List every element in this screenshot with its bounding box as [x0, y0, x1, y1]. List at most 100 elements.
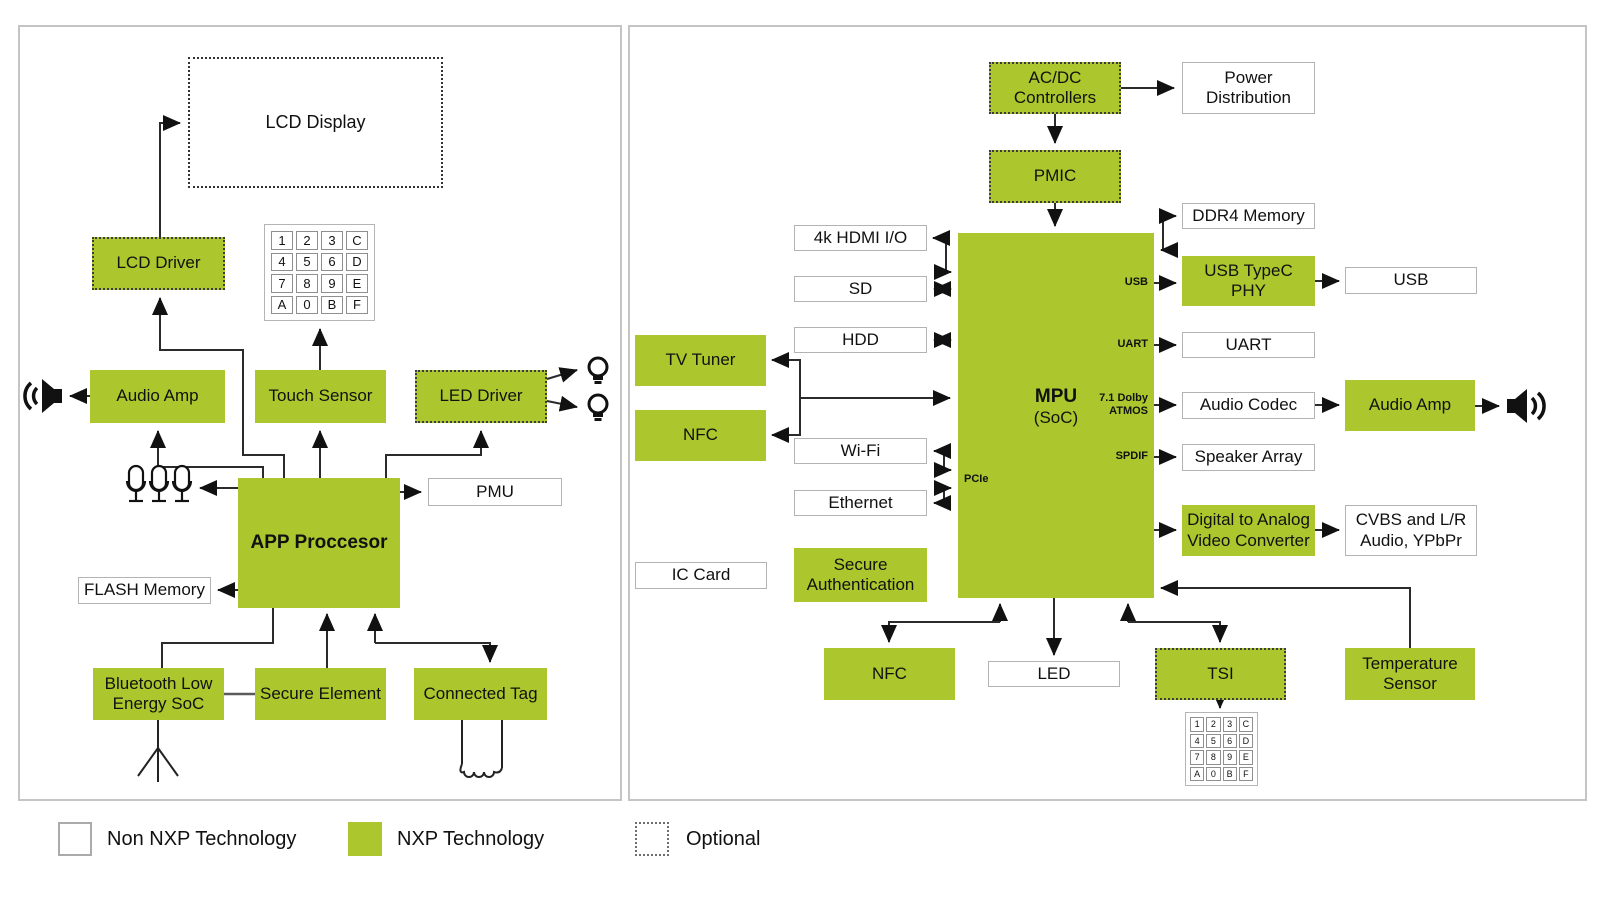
box-pmu: PMU	[428, 478, 562, 506]
led-bulb-icon	[587, 356, 609, 384]
box-hdd: HDD	[794, 327, 927, 353]
box-lcd-driver: LCD Driver	[92, 237, 225, 290]
keypad-key: D	[346, 252, 368, 271]
keypad-key: 3	[321, 231, 343, 250]
connected-tag-label: Connected Tag	[423, 683, 538, 703]
acdc-label: AC/DC Controllers	[1013, 67, 1097, 107]
touch-sensor-label: Touch Sensor	[268, 386, 373, 406]
box-tsi: TSI	[1155, 648, 1286, 700]
audio-amp-label: Audio Amp	[116, 386, 199, 406]
keypad-key: E	[1238, 750, 1253, 765]
pmic-label: PMIC	[1033, 166, 1077, 186]
led-driver-label: LED Driver	[439, 386, 523, 406]
keypad-key: A	[271, 295, 293, 314]
keypad-key: 2	[296, 231, 318, 250]
microphones-icon	[126, 464, 193, 503]
box-dac-video-converter: Digital to Analog Video Converter	[1182, 505, 1315, 556]
antenna-icon	[137, 720, 179, 782]
keypad-key: 5	[296, 252, 318, 271]
dac-label: Digital to Analog Video Converter	[1187, 510, 1310, 550]
speaker-array-label: Speaker Array	[1194, 447, 1303, 467]
box-flash-memory: FLASH Memory	[78, 577, 211, 604]
usb-typec-phy-label: USB TypeC PHY	[1204, 260, 1293, 300]
keypad-key: 8	[296, 274, 318, 293]
uart-label: UART	[1225, 334, 1272, 354]
mpu-title: MPU (SoC)	[958, 386, 1154, 428]
ble-soc-label: Bluetooth Low Energy SoC	[104, 673, 213, 713]
box-nfc-bottom: NFC	[824, 648, 955, 700]
box-led-driver: LED Driver	[415, 370, 547, 423]
keypad-key: 0	[296, 295, 318, 314]
ic-card-label: IC Card	[671, 565, 731, 585]
keypad-key: 7	[271, 274, 293, 293]
box-power-distribution: Power Distribution	[1182, 62, 1315, 114]
legend-label-nxp: NXP Technology	[397, 827, 545, 850]
keypad-key: E	[346, 274, 368, 293]
box-temperature-sensor: Temperature Sensor	[1345, 648, 1475, 700]
keypad-key: C	[1238, 717, 1253, 732]
box-acdc-controllers: AC/DC Controllers	[989, 62, 1121, 114]
hdmi-label: 4k HDMI I/O	[813, 227, 908, 247]
mpu-port-usb: USB	[1124, 276, 1148, 288]
box-secure-authentication: Secure Authentication	[794, 548, 927, 602]
lcd-driver-label: LCD Driver	[116, 253, 201, 273]
keypad-key: 6	[321, 252, 343, 271]
keypad-key: A	[1190, 766, 1205, 781]
tsi-label: TSI	[1207, 663, 1234, 683]
led-label: LED	[1037, 663, 1071, 683]
keypad-key: F	[346, 295, 368, 314]
keypad-key: F	[1238, 766, 1253, 781]
sd-label: SD	[848, 278, 873, 298]
legend-swatch-optional	[635, 822, 669, 856]
hdd-label: HDD	[842, 329, 879, 349]
speaker-right-icon	[1507, 389, 1546, 423]
box-speaker-array: Speaker Array	[1182, 444, 1315, 471]
box-audio-amp-right: Audio Amp	[1345, 380, 1475, 431]
box-lcd-display: LCD Display	[188, 57, 443, 188]
keypad-key: 2	[1206, 717, 1221, 732]
keypad-key: 7	[1190, 750, 1205, 765]
box-tv-tuner: TV Tuner	[635, 335, 766, 386]
nfc-left-label: NFC	[683, 425, 718, 445]
keypad-key: D	[1238, 733, 1253, 748]
box-sd: SD	[794, 276, 927, 302]
power-distribution-label: Power Distribution	[1205, 67, 1292, 107]
coil-icon	[459, 720, 503, 778]
usb-label: USB	[1393, 270, 1429, 290]
keypad-key: 1	[1190, 717, 1205, 732]
mpu-subtitle-label: (SoC)	[1033, 408, 1079, 427]
legend-label-non-nxp: Non NXP Technology	[107, 827, 297, 850]
box-secure-element: Secure Element	[255, 668, 386, 720]
box-cvbs-output: CVBS and L/R Audio, YPbPr	[1345, 505, 1477, 556]
box-usb-typec-phy: USB TypeC PHY	[1182, 256, 1315, 306]
lcd-display-label: LCD Display	[265, 111, 366, 132]
box-led: LED	[988, 661, 1120, 687]
box-audio-amp-left: Audio Amp	[90, 370, 225, 423]
keypad-key: 9	[321, 274, 343, 293]
mpu-title-label: MPU	[1034, 386, 1078, 407]
mpu-port-spdif: SPDIF	[1115, 450, 1148, 462]
keypad-key: 0	[1206, 766, 1221, 781]
nfc-bottom-label: NFC	[872, 663, 907, 683]
mpu-port-dolby-atmos: 7.1 Dolby ATMOS	[1099, 392, 1148, 417]
keypad-key: 5	[1206, 733, 1221, 748]
legend-swatch-non-nxp	[58, 822, 92, 856]
mpu-port-uart: UART	[1117, 338, 1148, 350]
tv-tuner-label: TV Tuner	[665, 350, 736, 370]
wifi-label: Wi-Fi	[840, 440, 881, 460]
keypad-key: B	[1222, 766, 1237, 781]
secure-authentication-label: Secure Authentication	[806, 554, 915, 594]
box-nfc-left: NFC	[635, 410, 766, 461]
box-uart: UART	[1182, 332, 1315, 358]
ethernet-label: Ethernet	[828, 492, 893, 512]
pmu-label: PMU	[476, 481, 514, 501]
box-pmic: PMIC	[989, 150, 1121, 203]
audio-codec-label: Audio Codec	[1199, 395, 1298, 415]
box-hdmi: 4k HDMI I/O	[794, 225, 927, 251]
cvbs-label: CVBS and L/R Audio, YPbPr	[1355, 510, 1467, 550]
led-bulb-icon	[587, 393, 609, 421]
box-usb: USB	[1345, 267, 1477, 294]
